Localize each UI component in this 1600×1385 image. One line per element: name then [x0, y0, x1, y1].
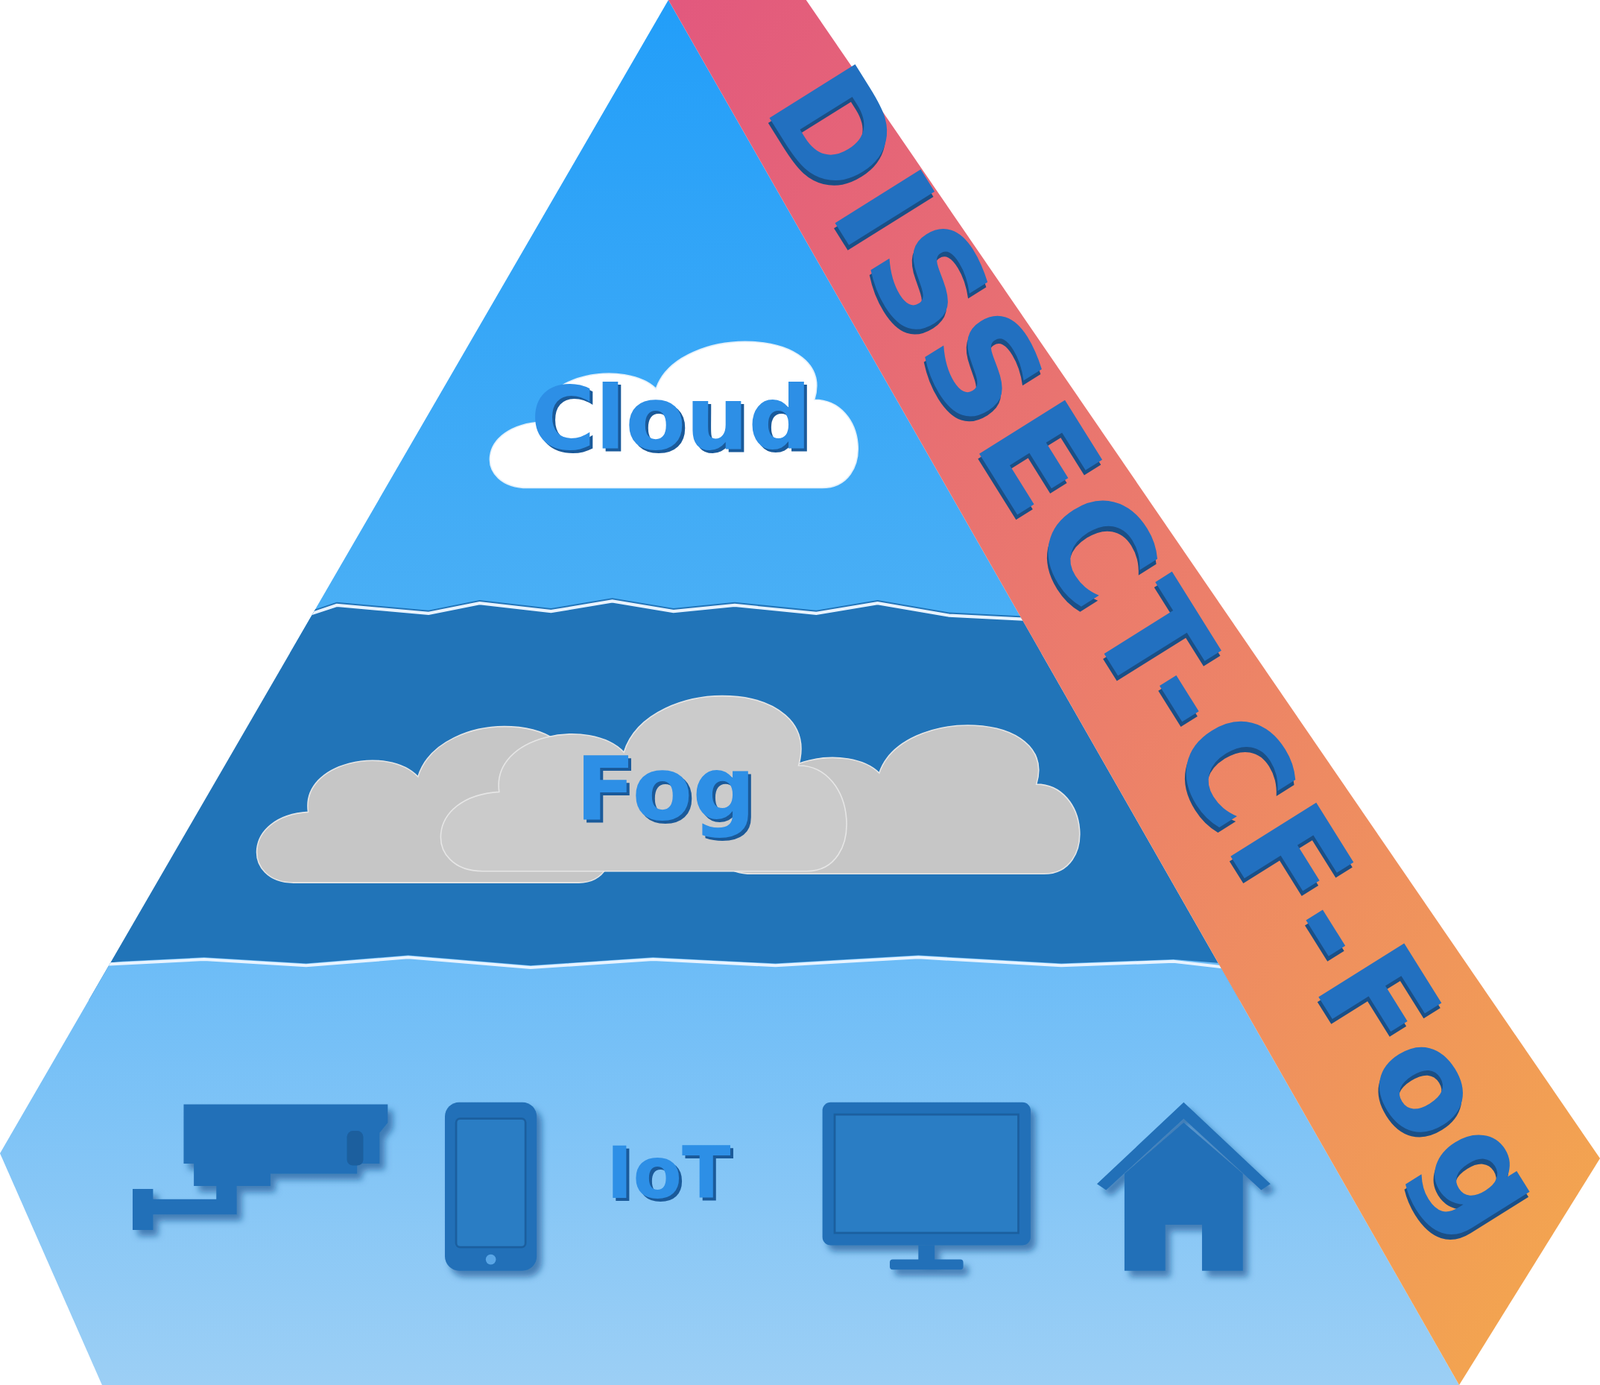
iot-band: IoT — [593, 1129, 743, 1217]
node-label: Fog — [575, 744, 755, 833]
cloud-outline — [489, 341, 858, 488]
node-label: IoT — [605, 1137, 731, 1209]
iot-icons — [132, 1102, 1271, 1271]
node-label: Cloud — [530, 374, 812, 463]
cloud-shape: Cloud — [474, 306, 868, 515]
fog-clouds: Fog — [249, 668, 1082, 908]
ribbon-band — [668, 0, 1600, 1385]
cloud-outline — [440, 696, 847, 872]
